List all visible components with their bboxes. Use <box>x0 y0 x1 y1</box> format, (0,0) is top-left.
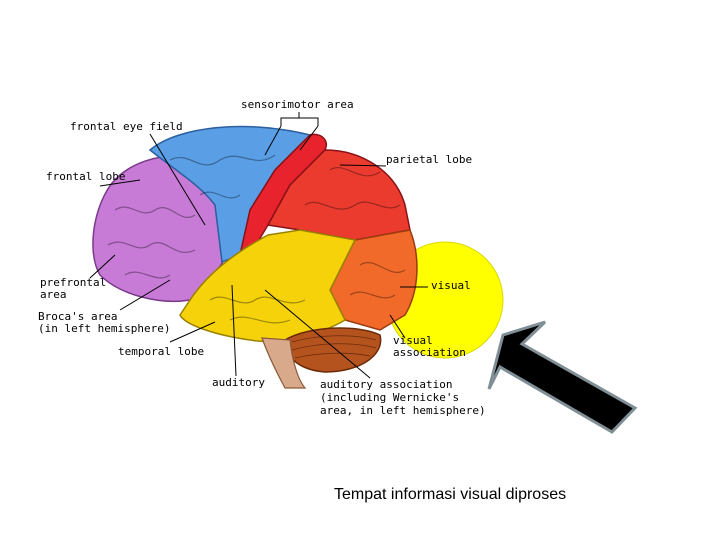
label-auditory-association-1: auditory association <box>320 378 452 391</box>
leader-lines <box>89 112 428 379</box>
label-visual-association-1: visual <box>393 334 433 347</box>
label-frontal-eye-field: frontal eye field <box>70 120 183 133</box>
brainstem-region <box>261 337 307 389</box>
label-auditory-association-2: (including Wernicke's <box>320 391 459 404</box>
label-prefrontal: prefrontal <box>40 276 106 289</box>
visual-association-region <box>329 229 418 331</box>
pointer-arrow-icon <box>487 320 638 434</box>
gyri-folds <box>107 154 406 324</box>
cerebellum-folds <box>291 335 377 359</box>
label-brocas-area: Broca's area <box>38 310 117 323</box>
label-temporal-lobe: temporal lobe <box>118 345 204 358</box>
caption-text: Tempat informasi visual diproses <box>334 486 567 503</box>
brain-illustration <box>92 125 418 389</box>
label-visual: visual <box>431 279 471 292</box>
label-prefrontal-area: area <box>40 288 67 301</box>
label-parietal-lobe: parietal lobe <box>386 153 472 166</box>
label-sensorimotor-area: sensorimotor area <box>241 98 354 111</box>
label-frontal-lobe: frontal lobe <box>46 170 125 183</box>
sensorimotor-region <box>239 133 327 256</box>
label-auditory-association-3: area, in left hemisphere) <box>320 404 486 417</box>
label-brocas-note: (in left hemisphere) <box>38 322 170 335</box>
label-visual-association-2: association <box>393 346 466 359</box>
cerebellum-region <box>284 327 382 373</box>
label-auditory: auditory <box>212 376 265 389</box>
